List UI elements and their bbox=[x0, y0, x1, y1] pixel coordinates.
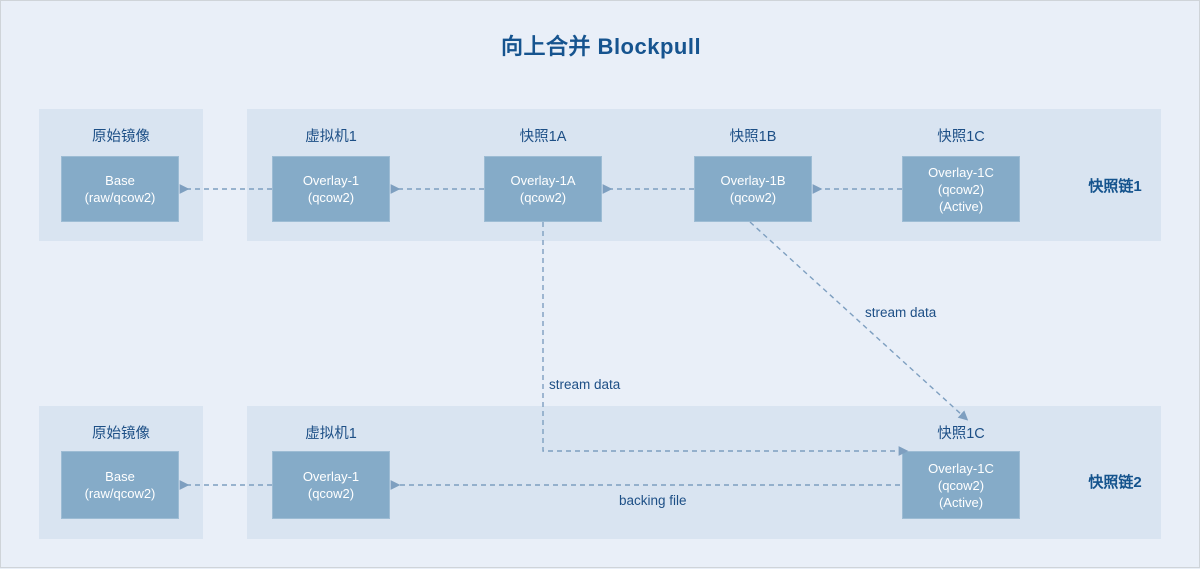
edge-label-stream-data-diagonal: stream data bbox=[865, 305, 937, 320]
node-chain2-overlay-1[interactable]: Overlay-1 (qcow2) bbox=[272, 451, 390, 519]
node-line: Overlay-1B bbox=[720, 173, 786, 188]
node-chain1-overlay-1c[interactable]: Overlay-1C (qcow2) (Active) bbox=[902, 156, 1020, 222]
node-chain1-overlay-1b[interactable]: Overlay-1B (qcow2) bbox=[694, 156, 812, 222]
node-line: (qcow2) bbox=[937, 181, 985, 197]
chain-name-2: 快照链2 bbox=[1088, 474, 1142, 491]
group-label-chain1-snapshot-1c: 快照1C bbox=[937, 129, 985, 145]
group-label-chain1-snapshot-1a: 快照1A bbox=[519, 129, 567, 145]
group-label-chain2-vm1: 虚拟机1 bbox=[305, 426, 357, 442]
node-line: (Active) bbox=[938, 198, 984, 214]
node-line: Base bbox=[105, 173, 135, 188]
chain-name-1: 快照链1 bbox=[1088, 178, 1142, 195]
node-line: (raw/qcow2) bbox=[84, 486, 156, 501]
edge-label-stream-data-vertical: stream data bbox=[549, 377, 621, 392]
node-line: Overlay-1C bbox=[928, 460, 994, 476]
node-line: (qcow2) bbox=[307, 190, 355, 205]
node-line: Overlay-1 bbox=[302, 469, 360, 484]
node-line: (raw/qcow2) bbox=[84, 190, 156, 205]
group-label-chain1-snapshot-1b: 快照1B bbox=[729, 129, 777, 145]
node-chain2-overlay-1c[interactable]: Overlay-1C (qcow2) (Active) bbox=[902, 451, 1020, 519]
group-label-chain2-snapshot-1c: 快照1C bbox=[937, 426, 985, 442]
node-line: Overlay-1 bbox=[302, 173, 360, 188]
page-title: 向上合并 Blockpull bbox=[500, 34, 702, 59]
node-line: (qcow2) bbox=[307, 486, 355, 501]
node-line: (Active) bbox=[938, 494, 984, 510]
node-line: (qcow2) bbox=[937, 477, 985, 493]
node-line: (qcow2) bbox=[519, 190, 567, 205]
node-line: Overlay-1C bbox=[928, 164, 994, 180]
group-label-chain1-vm1: 虚拟机1 bbox=[305, 129, 357, 145]
edge-label-backing-file: backing file bbox=[619, 493, 687, 508]
group-label-chain1-original-image: 原始镜像 bbox=[92, 129, 150, 145]
node-line: Base bbox=[105, 469, 135, 484]
node-chain1-base[interactable]: Base (raw/qcow2) bbox=[61, 156, 179, 222]
node-chain2-base[interactable]: Base (raw/qcow2) bbox=[61, 451, 179, 519]
group-label-chain2-original-image: 原始镜像 bbox=[92, 426, 150, 442]
node-chain1-overlay-1a[interactable]: Overlay-1A (qcow2) bbox=[484, 156, 602, 222]
node-line: (qcow2) bbox=[729, 190, 777, 205]
node-chain1-overlay-1[interactable]: Overlay-1 (qcow2) bbox=[272, 156, 390, 222]
node-line: Overlay-1A bbox=[510, 173, 576, 188]
